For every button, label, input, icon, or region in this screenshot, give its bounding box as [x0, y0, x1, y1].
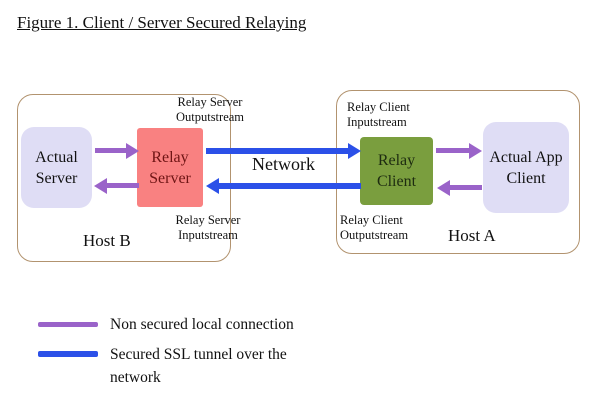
relay-client-label: Relay Client — [376, 152, 417, 190]
nonsecured-arrow-right-icon — [95, 148, 126, 153]
relay-client-node: Relay Client — [360, 137, 433, 205]
actual-server-label: Actual Server — [35, 148, 78, 187]
actual-app-client-node: Actual App Client — [483, 122, 569, 213]
relay-server-label: Relay Server — [149, 148, 191, 187]
actual-app-client-label: Actual App Client — [489, 148, 563, 187]
nonsecured-arrow-left-icon — [450, 185, 482, 190]
host-b-container — [17, 94, 231, 262]
secured-tunnel-arrow-left-icon — [219, 183, 361, 189]
legend-secured-label: Secured SSL tunnel over the network — [110, 346, 287, 386]
actual-server-node: Actual Server — [21, 127, 92, 208]
secured-line-swatch-icon — [38, 351, 98, 357]
nonsecured-arrow-left-icon — [107, 183, 139, 188]
host-a-container — [336, 90, 580, 254]
relay-client-outputstream-label: Relay Client Outputstream — [340, 213, 409, 242]
host-a-label: Host A — [448, 226, 496, 245]
nonsecured-line-swatch-icon — [38, 322, 98, 327]
relay-server-node: Relay Server — [137, 128, 203, 207]
nonsecured-arrow-right-icon — [436, 148, 469, 153]
network-label: Network — [252, 154, 315, 174]
legend-nonsecured-label: Non secured local connection — [110, 316, 294, 333]
secured-tunnel-arrow-right-icon — [206, 148, 348, 154]
relay-client-inputstream-label: Relay Client Inputstream — [347, 100, 410, 129]
relay-server-outputstream-label: Relay Server Outputstream — [175, 95, 245, 124]
figure-title: Figure 1. Client / Server Secured Relayi… — [17, 13, 307, 32]
relay-server-inputstream-label: Relay Server Inputstream — [175, 213, 241, 242]
host-b-label: Host B — [83, 231, 131, 250]
